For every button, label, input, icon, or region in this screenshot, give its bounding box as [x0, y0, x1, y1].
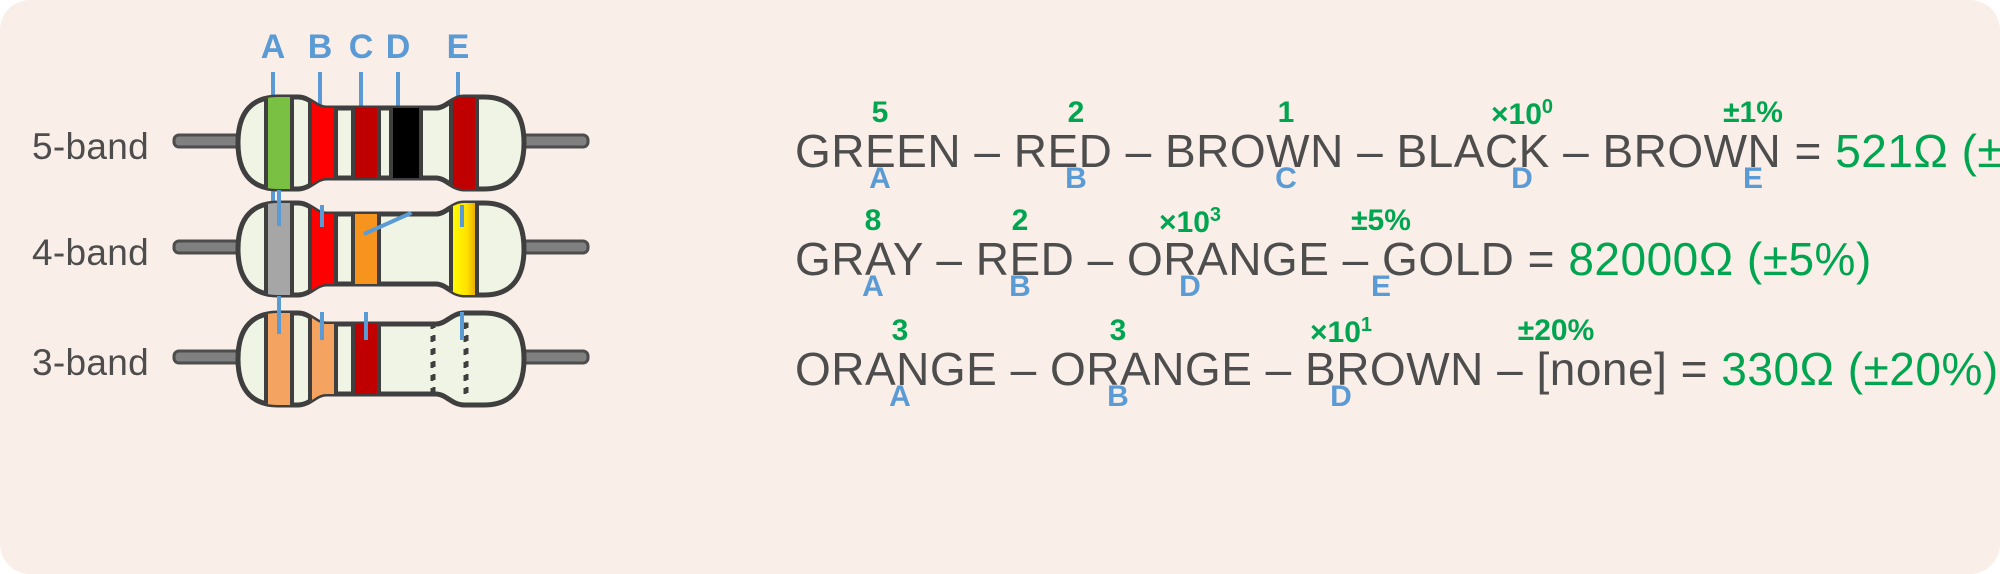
annotation-value-4band-d: ×103: [1158, 204, 1221, 239]
resistor-3-band: [172, 310, 590, 408]
annotation-letter-3band-a: A: [889, 380, 911, 413]
equation-4-band: GRAY – RED – ORANGE – GOLD = 82000Ω (±5%…: [795, 232, 1872, 286]
band-d-black: [389, 97, 423, 189]
row-label-3-band: 3-band: [32, 342, 150, 383]
lead-right: [514, 239, 590, 255]
equation-3-band-colors: ORANGE – ORANGE – BROWN – [none] =: [795, 343, 1722, 395]
band-a-green: [264, 97, 294, 189]
band-b-red: [308, 97, 338, 189]
annotation-value-3band-b: 3: [1109, 314, 1127, 347]
guide-letter-d: D: [385, 28, 411, 66]
equation-3-band-result: 330Ω (±20%): [1721, 343, 1999, 395]
guide-line-b-top: [318, 72, 322, 117]
annotation-value-5band-b: 2: [1067, 96, 1085, 129]
band-c-brown: [351, 97, 381, 189]
annotation-value-3band-e: ±20%: [1517, 314, 1595, 347]
annotation-value-5band-c: 1: [1277, 96, 1295, 129]
equation-5-band-result: 521Ω (±1%): [1835, 125, 2000, 177]
lead-left: [172, 239, 246, 255]
connector-b-r1-r2: [320, 205, 324, 227]
annotation-value-5band-e: ±1%: [1723, 96, 1783, 129]
guide-letter-e: E: [446, 28, 470, 66]
guide-letter-c: C: [348, 28, 374, 66]
lead-left: [172, 349, 246, 365]
band-d-orange: [351, 203, 381, 295]
band-e-gold: [449, 203, 479, 295]
annotation-letter-3band-b: B: [1107, 380, 1129, 413]
band-a-gray: [264, 203, 294, 295]
annotation-letter-5band-e: E: [1742, 162, 1763, 195]
equation-3-band: ORANGE – ORANGE – BROWN – [none] = 330Ω …: [795, 342, 1999, 396]
annotation-letter-4band-b: B: [1009, 270, 1031, 303]
guide-line-d-top: [396, 72, 400, 117]
row-label-5-band: 5-band: [32, 126, 150, 167]
resistor-4-band: [172, 200, 590, 298]
guide-letter-b: B: [307, 28, 333, 66]
annotation-value-3band-d: ×101: [1309, 314, 1372, 349]
lead-left: [172, 133, 246, 149]
annotation-value-4band-b: 2: [1011, 204, 1029, 237]
annotation-letter-5band-a: A: [869, 162, 891, 195]
annotation-value-5band-d: ×100: [1490, 96, 1553, 131]
annotation-letter-4band-a: A: [862, 270, 884, 303]
connector-a-r2-r3: [277, 296, 281, 334]
annotation-letter-4band-d: D: [1179, 270, 1201, 303]
equation-4-band-colors: GRAY – RED – ORANGE – GOLD =: [795, 233, 1569, 285]
row-label-4-band: 4-band: [32, 232, 150, 273]
annotation-letter-5band-c: C: [1275, 162, 1297, 195]
annotation-value-4band-e: ±5%: [1351, 204, 1411, 237]
band-e-brown: [449, 97, 479, 189]
band-b-red: [308, 203, 338, 295]
annotation-value-5band-a: 5: [871, 96, 889, 129]
lead-right: [514, 133, 590, 149]
guide-line-e-top: [456, 72, 460, 117]
equation-4-band-result: 82000Ω (±5%): [1568, 233, 1872, 285]
lead-right: [514, 349, 590, 365]
band-e-none-right: [463, 322, 469, 398]
equation-5-band-colors: GREEN – RED – BROWN – BLACK – BROWN =: [795, 125, 1836, 177]
band-b-orange: [308, 313, 338, 405]
connector-e-r2-r3: [460, 312, 464, 340]
equation-5-band: GREEN – RED – BROWN – BLACK – BROWN = 52…: [795, 124, 2000, 178]
connector-d-r2-r3: [364, 312, 368, 340]
connector-b-r2-r3: [320, 312, 324, 340]
annotation-letter-4band-e: E: [1370, 270, 1391, 303]
annotation-value-4band-a: 8: [864, 204, 882, 237]
annotation-letter-5band-b: B: [1065, 162, 1087, 195]
annotation-letter-5band-d: D: [1511, 162, 1533, 195]
annotation-letter-3band-d: D: [1330, 380, 1352, 413]
resistor-5-band: [172, 94, 590, 192]
guide-line-c-top: [359, 72, 363, 117]
connector-a-r1-r2: [277, 190, 281, 226]
annotation-value-3band-a: 3: [891, 314, 909, 347]
guide-line-a-top: [271, 72, 275, 104]
guide-letter-a: A: [260, 28, 286, 66]
connector-e-r1-r2: [460, 205, 464, 227]
band-e-none-left: [430, 322, 436, 398]
